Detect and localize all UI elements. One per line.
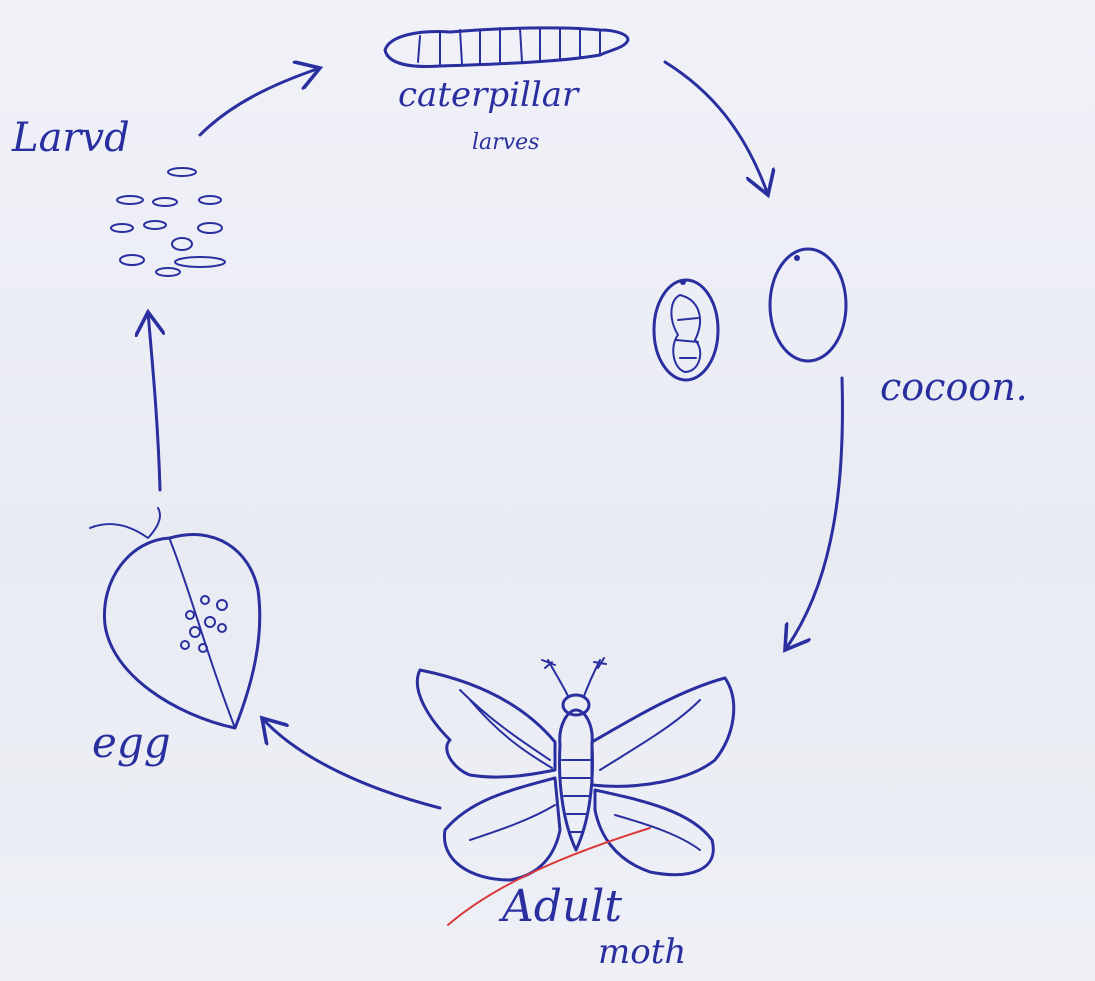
arrow-moth-to-egg xyxy=(262,718,440,808)
arrow-cocoon-to-moth xyxy=(785,378,842,650)
moth-label: moth xyxy=(598,935,686,969)
egg-label: egg xyxy=(92,722,171,764)
arrow-larvae-to-caterpillar xyxy=(200,68,320,135)
larvae-label: Larvd xyxy=(12,118,130,158)
egg-on-leaf-sketch xyxy=(90,508,260,728)
cocoon-sketch xyxy=(654,249,846,380)
caterpillar-label: caterpillar xyxy=(398,78,578,112)
larvae-cluster xyxy=(111,168,225,276)
caterpillar-sketch xyxy=(385,28,628,67)
arrow-egg-to-larvae xyxy=(148,312,160,490)
caterpillar-sublabel: larves xyxy=(472,132,539,154)
adult-moth-sketch xyxy=(417,658,733,880)
arrow-caterpillar-to-cocoon xyxy=(665,62,768,195)
cocoon-label: cocoon. xyxy=(880,368,1028,406)
adult-label: Adult xyxy=(502,885,622,929)
